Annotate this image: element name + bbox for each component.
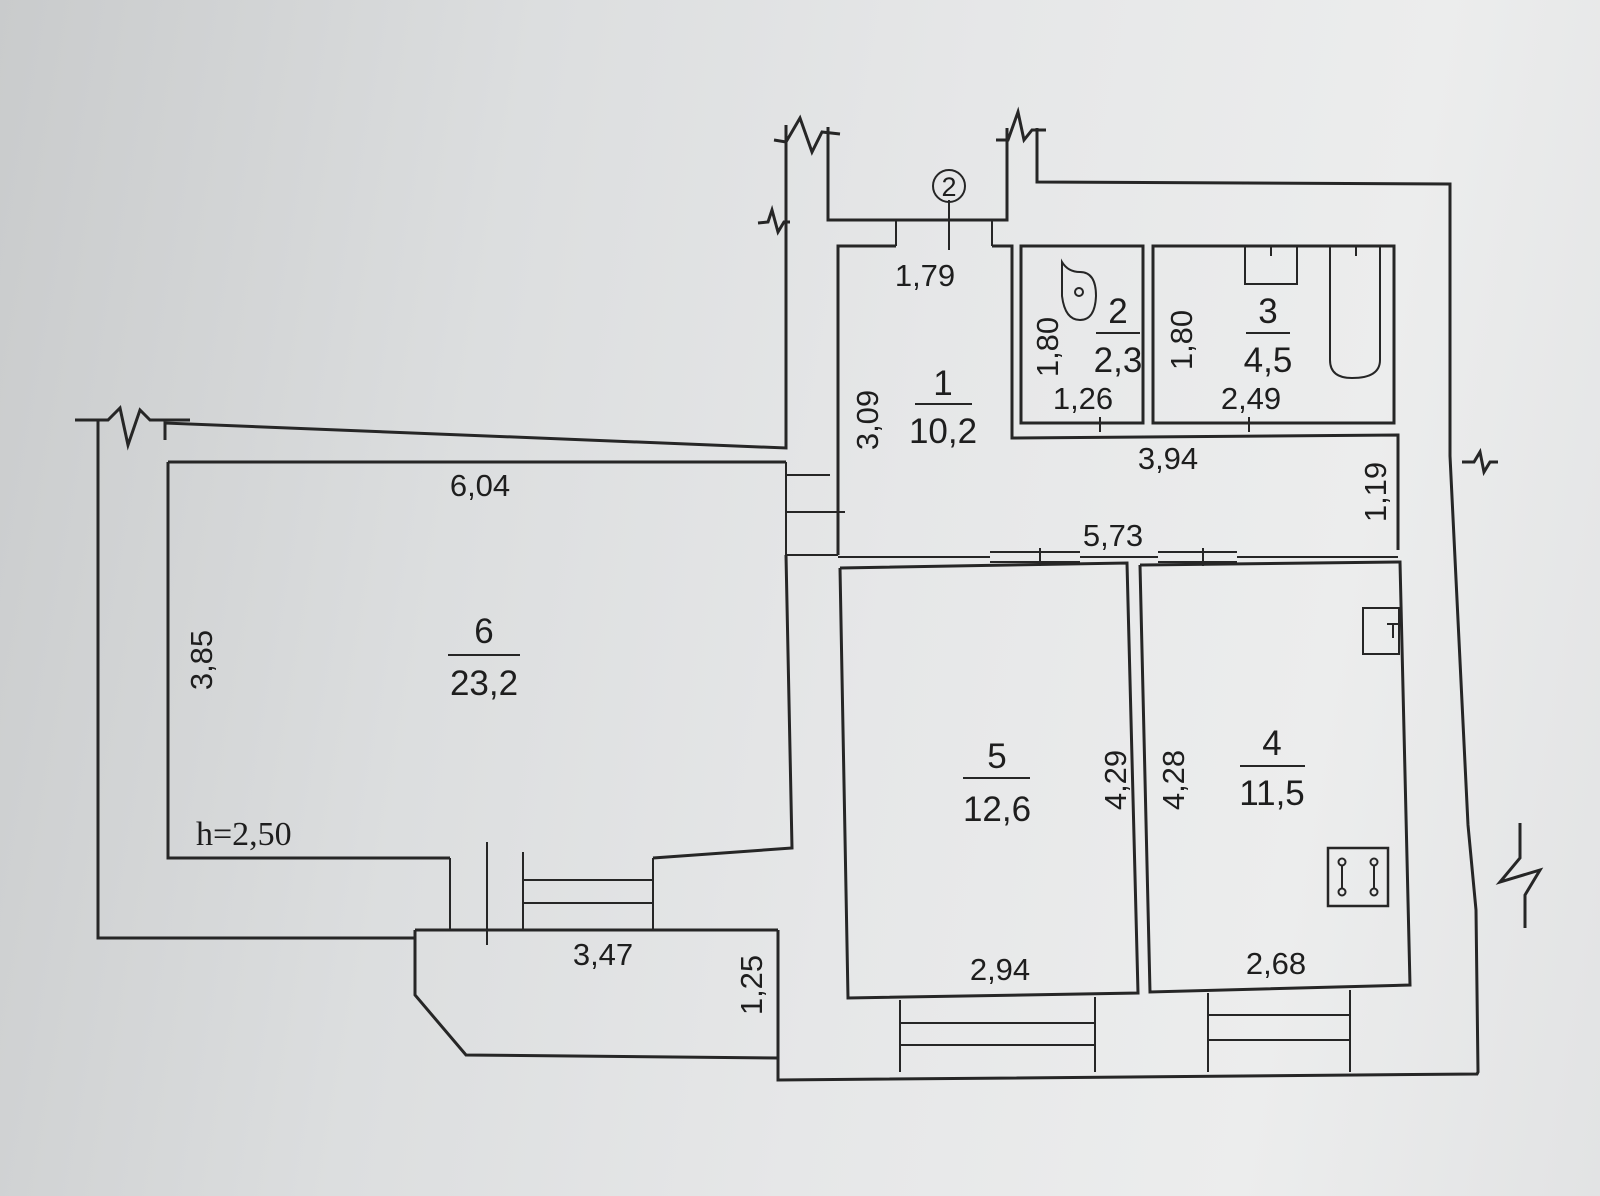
toilet-icon xyxy=(1061,258,1098,322)
bathtub-icon xyxy=(1329,245,1381,380)
dim-r6-width: 6,04 xyxy=(450,468,510,503)
room-1-area: 10,2 xyxy=(909,412,977,451)
ceiling-height-note: h=2,50 xyxy=(196,816,292,853)
dim-r3-width: 2,49 xyxy=(1221,381,1281,416)
stove-icon xyxy=(1326,846,1390,908)
dim-r5-width: 2,94 xyxy=(970,952,1030,987)
dimension-labels: 1,79 3,09 1,80 1,26 1,80 2,49 3,94 1,19 … xyxy=(184,258,1393,1015)
room-5-area: 12,6 xyxy=(963,790,1031,829)
room-3 xyxy=(1151,244,1396,432)
dim-balcony-width: 3,47 xyxy=(573,937,633,972)
kitchen-sink-icon xyxy=(1362,607,1400,655)
room-6-area: 23,2 xyxy=(450,664,518,703)
room-6-number: 6 xyxy=(474,612,493,651)
dim-r2-width: 1,26 xyxy=(1053,381,1113,416)
dim-r5-length: 4,29 xyxy=(1098,750,1133,810)
room-2 xyxy=(1019,244,1145,432)
room-4 xyxy=(1138,560,1412,994)
dim-r1-length: 3,09 xyxy=(850,390,885,450)
room-3-area: 4,5 xyxy=(1244,341,1293,380)
dim-r2-length: 1,80 xyxy=(1030,317,1065,377)
room-2-number: 2 xyxy=(1108,292,1127,331)
room-1 xyxy=(836,220,1400,566)
room-4-number: 4 xyxy=(1262,724,1281,763)
door-6 xyxy=(786,474,845,556)
room-5 xyxy=(838,561,1140,1000)
dim-r1-width: 1,79 xyxy=(895,258,955,293)
section-marker: 2 xyxy=(932,169,966,250)
room-labels: 1 10,2 2 2,3 3 4,5 4 11,5 5 12,6 6 23,2 xyxy=(448,292,1305,829)
room-5-number: 5 xyxy=(987,737,1006,776)
marker-label: 2 xyxy=(941,172,956,202)
dim-r4-width: 2,68 xyxy=(1246,946,1306,981)
dim-balcony-depth: 1,25 xyxy=(734,955,769,1015)
room-4-area: 11,5 xyxy=(1239,774,1305,813)
dim-r3-length: 1,80 xyxy=(1164,310,1199,370)
window-5 xyxy=(899,997,1096,1072)
room-6 xyxy=(166,460,794,860)
room-2-area: 2,3 xyxy=(1094,341,1143,380)
dim-r4-length: 4,28 xyxy=(1156,750,1191,810)
window-4 xyxy=(1207,990,1351,1072)
room-3-number: 3 xyxy=(1258,292,1277,331)
outer-walls xyxy=(96,125,1480,1082)
dim-corridor-upper: 3,94 xyxy=(1138,441,1198,476)
dim-r6-length: 3,85 xyxy=(184,630,219,690)
window-6 xyxy=(449,842,654,945)
dim-corridor-lower: 5,73 xyxy=(1083,518,1143,553)
room-1-number: 1 xyxy=(933,364,952,403)
break-marks xyxy=(75,106,1544,928)
dim-corridor-depth: 1,19 xyxy=(1358,462,1393,522)
